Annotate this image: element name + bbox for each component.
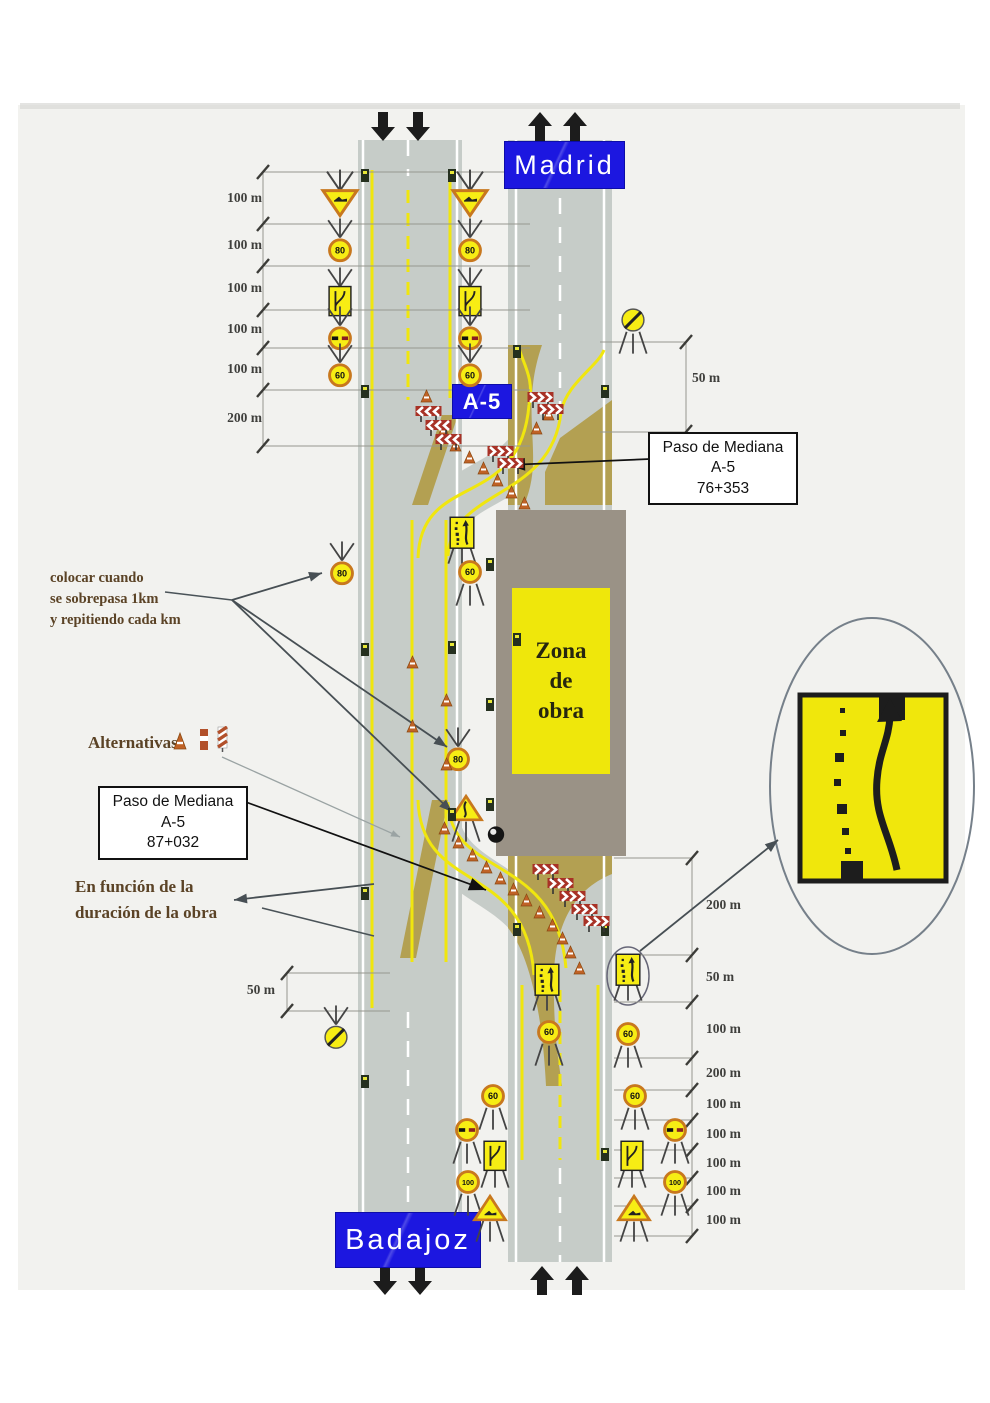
- lane-shift-detail: [769, 617, 975, 955]
- work-zone-sign: [512, 588, 610, 774]
- highlighted-sign-ellipse: [606, 946, 650, 1006]
- closed-area: [545, 400, 612, 505]
